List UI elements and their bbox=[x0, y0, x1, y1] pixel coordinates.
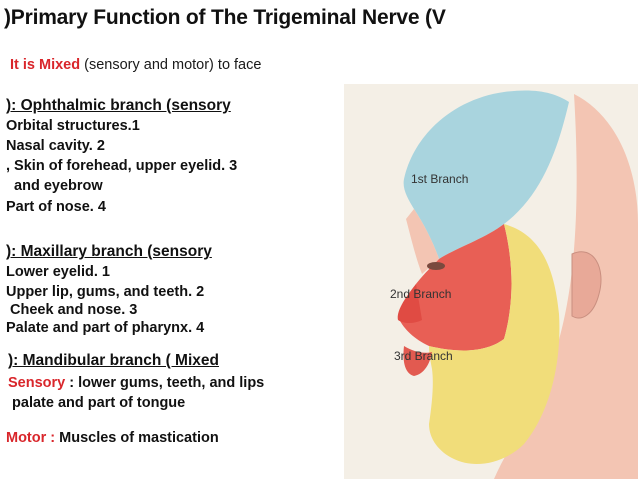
sensory-text-2: palate and part of tongue bbox=[8, 395, 186, 411]
label-1st-branch: 1st Branch bbox=[411, 172, 468, 186]
head-dermatome-illustration: 1st Branch 2nd Branch 3rd Branch bbox=[344, 84, 638, 479]
sensory-text: : lower gums, teeth, and lips bbox=[65, 375, 265, 391]
ophthalmic-heading: ): Ophthalmic branch (sensory bbox=[6, 97, 231, 114]
motor-label: Motor : bbox=[6, 430, 56, 446]
ophthalmic-item-1: Orbital structures.1 bbox=[6, 118, 140, 134]
brow-skin bbox=[406, 209, 439, 274]
branch2-region bbox=[399, 224, 512, 351]
intro-text: (sensory and motor) to face bbox=[80, 57, 262, 73]
slide-title: )Primary Function of The Trigeminal Nerv… bbox=[4, 6, 446, 29]
sensory-label: Sensory bbox=[8, 375, 66, 391]
mandibular-motor-line: Motor : Muscles of mastication bbox=[6, 430, 219, 446]
maxillary-item-2: Upper lip, gums, and teeth. 2 bbox=[6, 284, 205, 300]
eye bbox=[427, 262, 445, 270]
motor-text: Muscles of mastication bbox=[55, 430, 219, 446]
label-2nd-branch: 2nd Branch bbox=[390, 287, 451, 301]
intro-highlight: It is Mixed bbox=[10, 57, 81, 73]
ear bbox=[571, 251, 602, 319]
mandibular-heading: ): Mandibular branch ( Mixed bbox=[8, 352, 219, 369]
intro-line: It is Mixed (sensory and motor) to face bbox=[10, 57, 261, 73]
label-3rd-branch: 3rd Branch bbox=[394, 349, 453, 363]
branch1-region bbox=[403, 90, 569, 259]
nose bbox=[397, 284, 422, 323]
neck-skin bbox=[494, 94, 638, 479]
ophthalmic-item-4: Part of nose. 4 bbox=[6, 199, 106, 215]
mandibular-sensory-line: Sensory : lower gums, teeth, and lips bbox=[8, 375, 264, 391]
ophthalmic-item-3-cont: and eyebrow bbox=[6, 178, 103, 194]
maxillary-heading: ): Maxillary branch (sensory bbox=[6, 243, 212, 260]
ophthalmic-item-3: , Skin of forehead, upper eyelid. 3 bbox=[6, 158, 238, 174]
maxillary-item-3: Cheek and nose. 3 bbox=[6, 302, 138, 318]
branch3-region bbox=[429, 224, 560, 464]
maxillary-item-4: Palate and part of pharynx. 4 bbox=[6, 320, 205, 336]
maxillary-item-1: Lower eyelid. 1 bbox=[6, 264, 110, 280]
ophthalmic-item-2: Nasal cavity. 2 bbox=[6, 138, 105, 154]
lips bbox=[403, 346, 432, 376]
